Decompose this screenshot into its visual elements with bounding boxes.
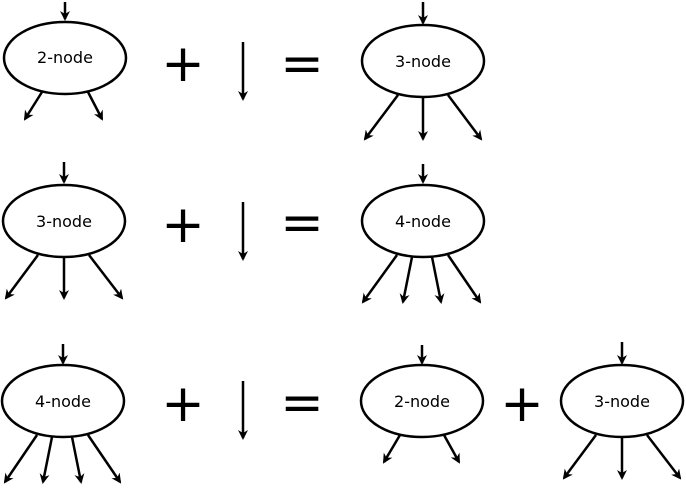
row-1-left-node: 2-node <box>2 2 128 121</box>
row-3: 4-node + = 2-node + 3-node <box>0 342 685 484</box>
row-3-result-node-1-child-arrow-1 <box>382 434 402 464</box>
row-2-plus-sign: + <box>161 195 205 255</box>
row-3-left-node-ellipse <box>0 363 126 439</box>
row-2-equals-sign: = <box>280 193 324 253</box>
row-2-result-node-child-arrow-1 <box>361 254 399 304</box>
row-1-plus-sign: + <box>161 34 205 94</box>
row-1-result-node: 3-node <box>360 2 486 141</box>
row-2-result-node: 4-node <box>360 164 486 304</box>
row-2: 3-node + = 4-node <box>1 162 486 304</box>
row-3-result-node-1-ellipse <box>359 363 485 439</box>
row-3-left-node-child-arrow-3 <box>70 436 85 484</box>
row-3-left-node-label: 4-node <box>35 392 91 411</box>
row-3-result-node-2-child-arrow-3 <box>646 434 682 480</box>
row-2-left-node-child-arrow-3 <box>88 254 124 300</box>
row-3-result-node-1: 2-node <box>359 345 485 464</box>
row-3-result-node-1-child-arrow-2 <box>442 434 461 464</box>
row-3-result-node-2: 3-node <box>559 342 685 480</box>
row-1-left-node-ellipse <box>2 20 128 96</box>
row-3-left-node: 4-node <box>0 344 126 484</box>
row-1: 2-node + = 3-node <box>2 2 486 141</box>
row-3-result-node-2-label: 3-node <box>594 392 650 411</box>
row-1-result-node-child-arrow-3 <box>447 94 483 141</box>
row-2-result-node-child-arrow-3 <box>430 256 445 304</box>
row-1-result-node-label: 3-node <box>395 52 451 71</box>
row-1-left-node-child-arrow-1 <box>23 91 44 121</box>
row-3-result-node-2-child-arrow-1 <box>562 434 598 480</box>
row-3-left-node-child-arrow-2 <box>39 436 54 484</box>
row-1-left-node-child-arrow-2 <box>86 91 104 121</box>
row-3-left-node-child-arrow-4 <box>86 434 122 484</box>
row-2-left-node: 3-node <box>1 162 127 300</box>
row-1-equals-sign: = <box>280 34 324 94</box>
row-3-result-node-1-label: 2-node <box>394 392 450 411</box>
row-1-left-node-label: 2-node <box>37 48 93 67</box>
row-1-result-node-child-arrow-1 <box>363 94 399 141</box>
row-2-result-node-child-arrow-4 <box>446 254 482 304</box>
row-3-plus-sign: + <box>161 374 205 434</box>
row-2-result-node-label: 4-node <box>395 212 451 231</box>
row-3-result-plus-sign: + <box>500 374 544 434</box>
row-2-left-node-label: 3-node <box>36 212 92 231</box>
row-2-left-node-child-arrow-1 <box>4 254 40 300</box>
row-3-left-node-child-arrow-1 <box>3 434 39 484</box>
row-2-result-node-child-arrow-2 <box>399 256 414 304</box>
row-2-result-node-ellipse <box>360 183 486 259</box>
row-3-equals-sign: = <box>280 373 324 433</box>
